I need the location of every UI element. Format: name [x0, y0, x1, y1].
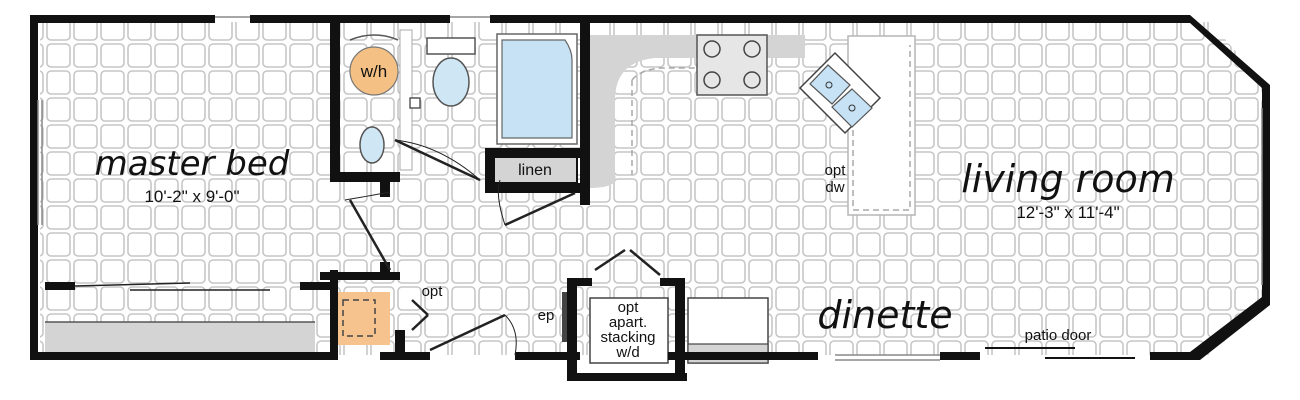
- ep-label: ep: [538, 307, 555, 324]
- opt-dw-label-2: dw: [825, 179, 844, 196]
- linen-label: linen: [518, 162, 552, 179]
- patio-door: [985, 347, 1135, 359]
- bathroom-vanity: [359, 29, 421, 171]
- stacking-label-3: stacking: [600, 329, 655, 346]
- bath-tub: [496, 33, 578, 145]
- kitchen-sink: [798, 51, 882, 135]
- opt-closet-label: opt: [422, 283, 444, 300]
- master-bed-title: master bed: [95, 144, 290, 184]
- stacking-label-4: w/d: [615, 344, 639, 361]
- patio-door-label: patio door: [1025, 327, 1092, 344]
- living-room-title: living room: [961, 157, 1175, 201]
- stacking-closet: [589, 297, 669, 364]
- water-heater: [349, 34, 399, 96]
- stacking-label-1: opt: [618, 299, 640, 316]
- toilet: [426, 37, 476, 107]
- small-closet: [332, 292, 390, 345]
- living-room-dims: 12'-3" x 11'-4": [1016, 203, 1119, 222]
- wardrobe-shelf: [45, 321, 315, 352]
- stove: [696, 34, 768, 96]
- windows: [37, 16, 1263, 361]
- door-swings: [74, 138, 661, 356]
- water-heater-label: w/h: [360, 62, 387, 81]
- walls: [30, 15, 1270, 381]
- opt-dw-label-1: opt: [825, 162, 847, 179]
- kitchen-counter: [588, 35, 916, 216]
- master-bed-dims: 10'-2" x 9'-0": [144, 187, 239, 206]
- stacking-label-2: apart.: [609, 314, 647, 331]
- dinette-title: dinette: [817, 293, 952, 337]
